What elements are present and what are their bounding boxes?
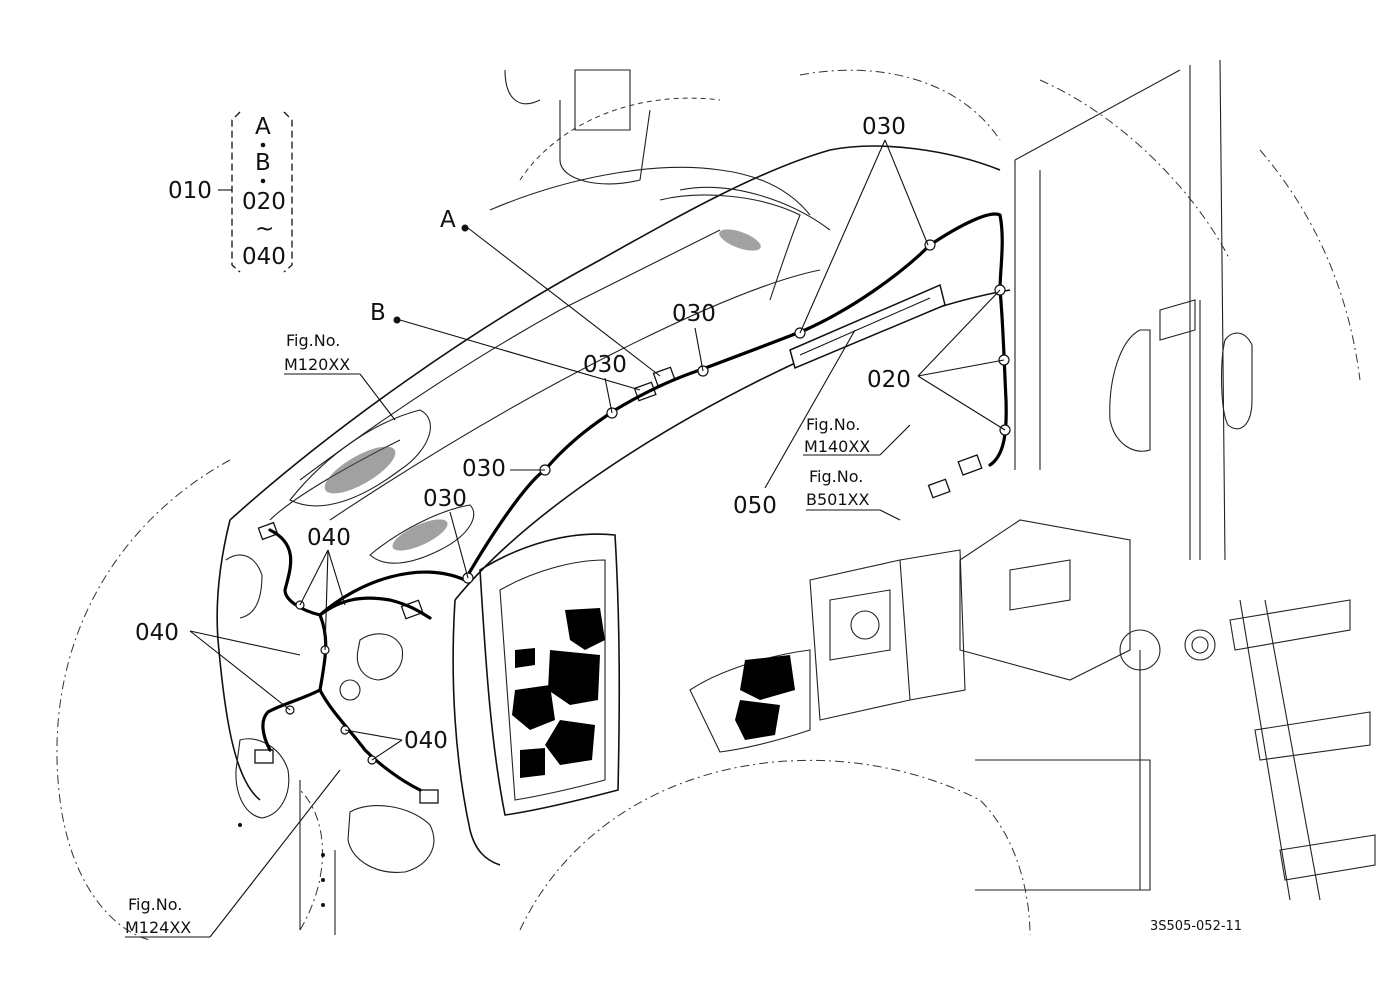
- group-item-a: A: [255, 114, 271, 140]
- fig-ref-b501-title: Fig.No.: [809, 467, 863, 486]
- group-item-040: 040: [242, 244, 286, 270]
- dot-icon: [461, 224, 469, 232]
- callout-b: B: [370, 300, 386, 326]
- leader-lines: [125, 139, 1006, 938]
- dot-icon: [393, 316, 401, 324]
- tractor-outline: [56, 59, 1376, 941]
- fig-ref-m140-title: Fig.No.: [806, 415, 860, 434]
- callout-030-mid: 030: [672, 301, 716, 327]
- figure-references: Fig.No. M120XX Fig.No. M140XX Fig.No. B5…: [125, 331, 870, 937]
- callouts: A B 030 030 030 030 030 020 050 040 040 …: [135, 114, 911, 754]
- callout-030-low2: 030: [423, 486, 467, 512]
- callout-030-left: 030: [583, 352, 627, 378]
- fig-ref-m124-title: Fig.No.: [128, 895, 182, 914]
- callout-030-top: 030: [862, 114, 906, 140]
- callout-040-left: 040: [135, 620, 179, 646]
- group-item-020: 020: [242, 189, 286, 215]
- group-item-b: B: [255, 150, 271, 176]
- callout-020: 020: [867, 367, 911, 393]
- dot-icon: [260, 142, 266, 148]
- group-item-tilde: ~: [255, 216, 274, 242]
- fig-ref-b501-code: B501XX: [806, 490, 869, 509]
- fig-ref-m120-title: Fig.No.: [286, 331, 340, 350]
- fig-ref-m124-code: M124XX: [125, 918, 191, 937]
- fig-ref-m140-code: M140XX: [804, 437, 870, 456]
- part-group-010: 010 A B 020 ~ 040: [168, 111, 293, 273]
- callout-030-low1: 030: [462, 456, 506, 482]
- callout-040-bottom: 040: [404, 728, 448, 754]
- part-010-label: 010: [168, 178, 212, 204]
- callout-050: 050: [733, 493, 777, 519]
- drawing-code: 3S505-052-11: [1150, 919, 1242, 934]
- fig-ref-m120-code: M120XX: [284, 355, 350, 374]
- callout-a: A: [440, 207, 456, 233]
- dot-icon: [260, 178, 266, 184]
- callout-040-top: 040: [307, 525, 351, 551]
